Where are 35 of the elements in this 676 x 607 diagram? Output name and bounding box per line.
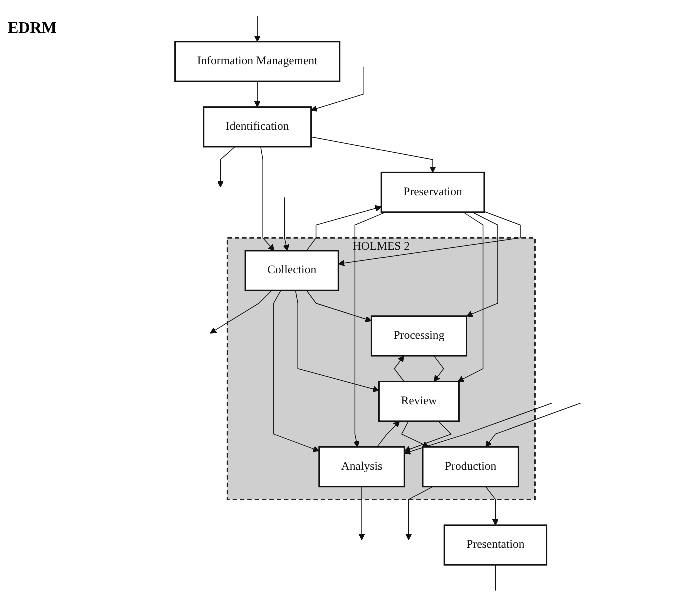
arrow [358,486,366,540]
arrow [260,146,275,252]
arrow [306,290,372,322]
arrow [404,402,552,455]
arrow [401,421,430,448]
arrow [406,486,434,540]
process-box: Analysis [318,446,406,488]
arrow [274,290,320,452]
process-box: Production [422,446,520,488]
diagram-label: EDRM [8,20,58,38]
arrow [434,356,444,382]
arrow [254,16,261,42]
arrow [486,403,582,448]
arrow [295,290,380,392]
process-box: Processing [370,316,468,357]
process-box: Review [378,381,460,422]
arrow [376,421,400,448]
process-box: Identification [203,106,312,148]
process-box: Collection [244,250,340,292]
arrow [310,136,436,173]
arrow [458,212,484,382]
arrow [311,66,364,112]
arrow [210,290,272,334]
arrow [394,356,405,382]
process-box: Presentation [444,524,548,566]
arrow [353,212,386,448]
arrow [254,81,261,108]
arrow [486,486,499,526]
arrow [404,421,452,452]
arrow [338,211,521,266]
arrow [283,197,290,252]
arrow [217,146,236,188]
arrow [466,212,498,318]
process-box: Preservation [380,172,486,214]
process-box: Information Management [174,41,341,82]
